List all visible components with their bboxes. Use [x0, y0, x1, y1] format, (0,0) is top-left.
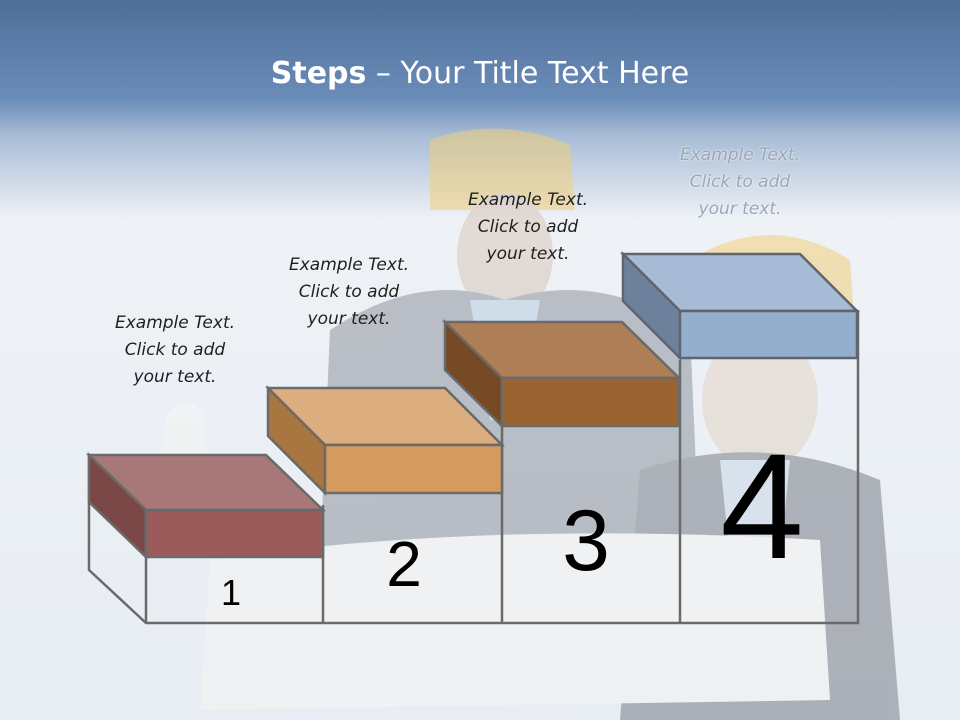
step-4-caption[interactable]: Example Text. Click to add your text. — [655, 142, 825, 223]
step-2-caption-line: Example Text. — [288, 255, 410, 275]
step-4-caption-line: your text. — [698, 199, 782, 219]
title-rest: – Your Title Text Here — [366, 56, 690, 91]
title-bold: Steps — [270, 56, 367, 91]
step-3-number: 3 — [562, 493, 610, 589]
step-4-number: 4 — [720, 422, 803, 590]
step-4-caption-line: Example Text. — [679, 145, 801, 165]
step-2-caption-line: your text. — [307, 309, 391, 329]
step-2-caption-line: Click to add — [298, 282, 400, 302]
step-3-block — [441, 319, 683, 429]
slide-title[interactable]: Steps – Your Title Text Here — [0, 52, 960, 96]
step-1-caption[interactable]: Example Text. Click to add your text. — [90, 310, 260, 391]
step-1-number: 1 — [221, 572, 241, 613]
step-3-caption[interactable]: Example Text. Click to add your text. — [443, 187, 613, 268]
step-3-caption-line: your text. — [486, 244, 570, 264]
step-1-block — [85, 452, 327, 560]
step-2-block — [264, 384, 506, 497]
step-4-block — [619, 250, 861, 362]
step-1-caption-line: your text. — [133, 367, 217, 387]
step-1-caption-line: Click to add — [124, 340, 226, 360]
step-3-caption-line: Example Text. — [467, 190, 589, 210]
step-1-caption-line: Example Text. — [114, 313, 236, 333]
step-2-number: 2 — [386, 528, 422, 600]
step-2-caption[interactable]: Example Text. Click to add your text. — [264, 252, 434, 333]
step-3-caption-line: Click to add — [477, 217, 579, 237]
step-4-caption-line: Click to add — [689, 172, 791, 192]
